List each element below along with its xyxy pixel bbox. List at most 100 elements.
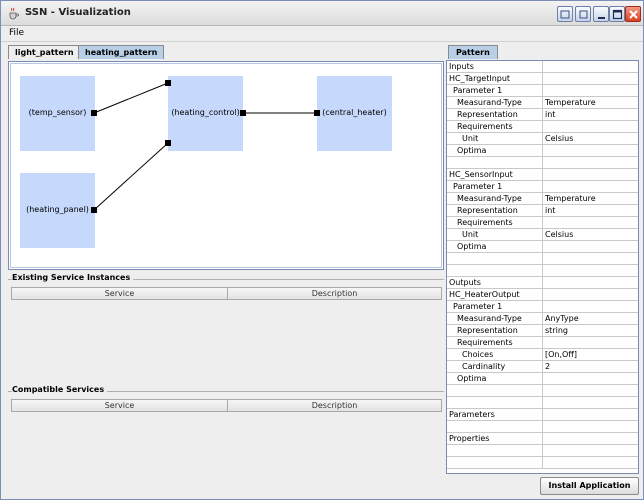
port-central-heater-in[interactable]	[314, 110, 320, 116]
pattern-row-value[interactable]	[544, 337, 638, 348]
window-menu-button-1[interactable]	[557, 6, 573, 22]
port-control-in-1[interactable]	[165, 80, 171, 86]
port-control-out[interactable]	[240, 110, 246, 116]
pattern-row-value[interactable]	[544, 61, 638, 72]
node-central-heater[interactable]: (central_heater)	[317, 76, 392, 151]
pattern-row[interactable]	[447, 157, 638, 169]
maximize-button[interactable]	[609, 6, 625, 22]
window-menu-button-2[interactable]	[575, 6, 591, 22]
pattern-row[interactable]	[447, 445, 638, 457]
pattern-row-value[interactable]	[544, 217, 638, 228]
install-application-button[interactable]: Install Application	[540, 477, 639, 495]
column-service[interactable]: Service	[104, 401, 135, 410]
pattern-row[interactable]: Requirements	[447, 121, 638, 133]
pattern-row-value[interactable]	[544, 121, 638, 132]
pattern-row-value[interactable]	[544, 73, 638, 84]
pattern-row-value[interactable]: Celsius	[545, 230, 574, 239]
pattern-row-value[interactable]	[544, 289, 638, 300]
pattern-row-value[interactable]: int	[545, 110, 556, 119]
pattern-row[interactable]: Optima	[447, 373, 638, 385]
pattern-row-value[interactable]	[544, 253, 638, 264]
pattern-row[interactable]	[447, 397, 638, 409]
column-service[interactable]: Service	[104, 289, 135, 298]
pattern-row-value[interactable]	[544, 277, 638, 288]
tab-heating-pattern[interactable]: heating_pattern	[78, 45, 165, 59]
pattern-row-value[interactable]	[544, 181, 638, 192]
close-button[interactable]	[625, 6, 641, 22]
pattern-row-value[interactable]	[544, 445, 638, 456]
pattern-row-value[interactable]: int	[545, 206, 556, 215]
pattern-row-value[interactable]	[544, 385, 638, 396]
pattern-row-value[interactable]: AnyType	[545, 314, 579, 323]
menu-file[interactable]: File	[9, 28, 25, 38]
compatible-services-header: Service Description	[11, 399, 442, 412]
pattern-row-value[interactable]	[544, 169, 638, 180]
existing-instances-list[interactable]	[11, 300, 442, 380]
pattern-row[interactable]: Outputs	[447, 277, 638, 289]
pattern-row-value[interactable]	[544, 145, 638, 156]
pattern-row[interactable]: Optima	[447, 241, 638, 253]
pattern-row-value[interactable]	[544, 301, 638, 312]
pattern-row-value[interactable]: Temperature	[545, 98, 596, 107]
column-description[interactable]: Description	[227, 400, 441, 411]
pattern-row-value[interactable]: Temperature	[545, 194, 596, 203]
pattern-row-value[interactable]	[544, 85, 638, 96]
node-label: (temp_sensor)	[28, 108, 87, 117]
pattern-row[interactable]	[447, 265, 638, 277]
node-heating-panel[interactable]: (heating_panel)	[20, 173, 95, 248]
node-heating-control[interactable]: (heating_control)	[168, 76, 243, 151]
column-description[interactable]: Description	[227, 288, 441, 299]
pattern-row-value[interactable]	[544, 409, 638, 420]
pattern-row[interactable]	[447, 253, 638, 265]
pattern-row[interactable]: Optima	[447, 145, 638, 157]
pattern-row-value[interactable]	[544, 241, 638, 252]
pattern-row-value[interactable]: Celsius	[545, 134, 574, 143]
port-control-in-2[interactable]	[165, 140, 171, 146]
pattern-row-value[interactable]: [On,Off]	[545, 350, 577, 359]
tab-light-pattern[interactable]: light_pattern	[8, 45, 81, 59]
pattern-row[interactable]: Parameter 1	[447, 181, 638, 193]
pattern-row[interactable]: Inputs	[447, 61, 638, 73]
pattern-row-name: Measurand-Type	[447, 97, 543, 108]
pattern-row-value[interactable]	[544, 157, 638, 168]
pattern-row-value[interactable]	[544, 373, 638, 384]
node-temp-sensor[interactable]: (temp_sensor)	[20, 76, 95, 151]
pattern-row[interactable]	[447, 421, 638, 433]
pattern-row-value[interactable]	[544, 457, 638, 468]
pattern-row-name	[447, 445, 543, 456]
compatible-services-list[interactable]	[11, 412, 442, 492]
minimize-button[interactable]	[593, 6, 609, 22]
pattern-row[interactable]: Properties	[447, 433, 638, 445]
pattern-row[interactable]: HC_HeaterOutput	[447, 289, 638, 301]
pattern-row-value[interactable]	[544, 397, 638, 408]
pattern-row[interactable]: Parameters	[447, 409, 638, 421]
title-bar[interactable]: SSN - Visualization	[1, 1, 643, 26]
pattern-row-value[interactable]: string	[545, 326, 568, 335]
pattern-row-value[interactable]: 2	[545, 362, 551, 371]
pattern-row[interactable]: Parameter 1	[447, 301, 638, 313]
pattern-row[interactable]	[447, 385, 638, 397]
tab-pattern[interactable]: Pattern	[448, 45, 498, 59]
pattern-row-value[interactable]	[544, 421, 638, 432]
pattern-row-value[interactable]	[544, 265, 638, 276]
pattern-row-value[interactable]	[544, 433, 638, 444]
pattern-row[interactable]: HC_TargetInput	[447, 73, 638, 85]
pattern-row[interactable]: Requirements	[447, 217, 638, 229]
pattern-row[interactable]	[447, 457, 638, 469]
pattern-row[interactable]: HC_SensorInput	[447, 169, 638, 181]
pattern-row[interactable]: Parameter 1	[447, 85, 638, 97]
port-temp-sensor-out[interactable]	[91, 110, 97, 116]
port-heating-panel-out[interactable]	[91, 207, 97, 213]
pattern-row[interactable]: Requirements	[447, 337, 638, 349]
pattern-row[interactable]: Choices[On,Off]	[447, 349, 638, 361]
pattern-row-name: Inputs	[447, 61, 543, 72]
